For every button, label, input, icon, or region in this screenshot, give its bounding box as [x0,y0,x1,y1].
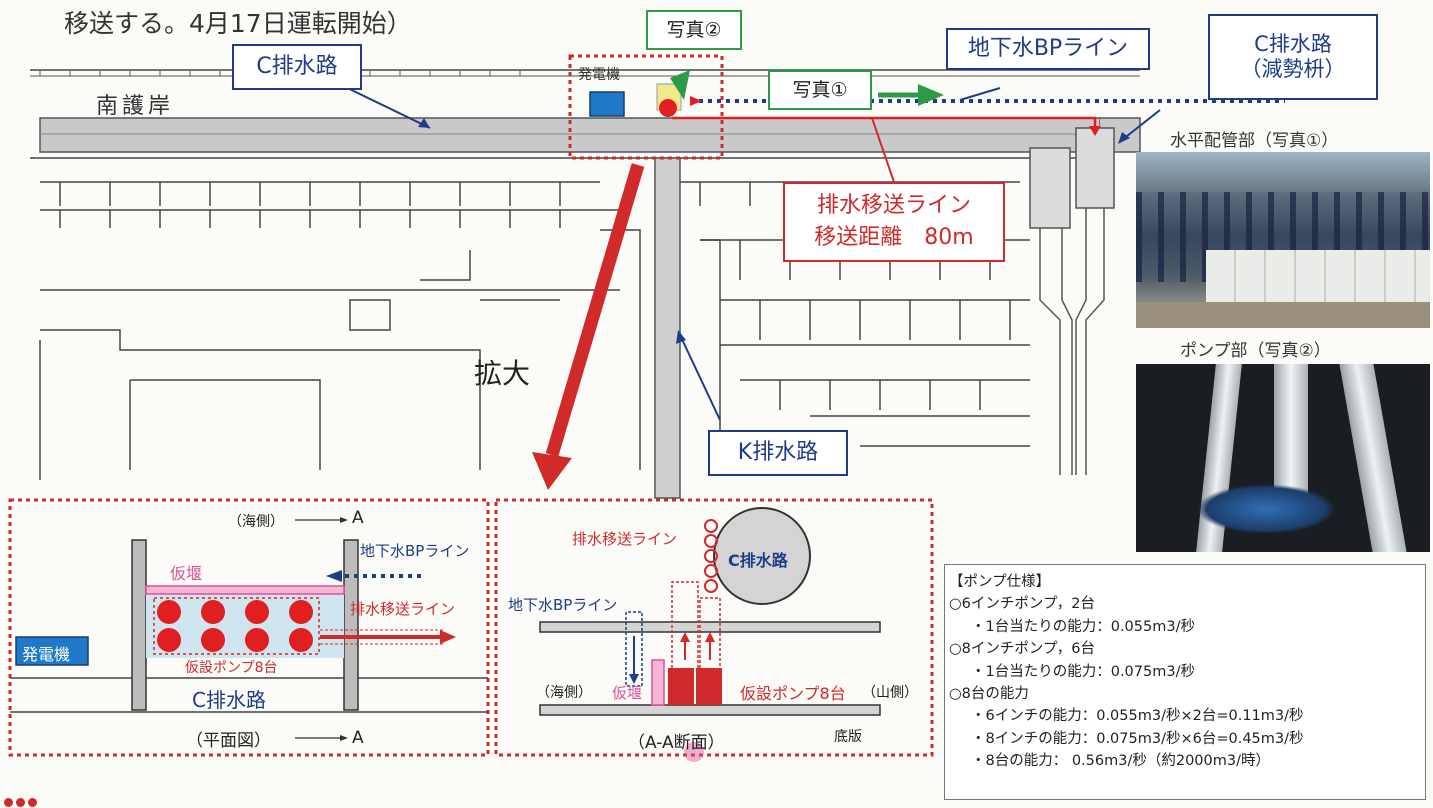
plan-sea-side: （海側） [228,514,284,530]
plan-temp-weir: 仮堰 [170,564,203,583]
section-caption: （A-A断面） [628,733,725,753]
section-mountain-side: （山側） [862,685,918,701]
pump-spec-line: ・8インチの能力：0.075m3/秒×6台=0.45m3/秒 [971,730,1304,747]
photo2-tag: 写真② [646,10,742,50]
pump-spec-line: ・8台の能力： 0.56m3/秒（約2000m3/時） [971,753,1270,770]
c-channel-callout-label: C排水路 [256,53,338,79]
k-channel-callout: K排水路 [708,430,848,476]
pump-spec-title: 【ポンプ仕様】 [949,574,1051,590]
drop-structure [1029,127,1115,475]
transfer-line-label: 排水移送ライン [816,193,971,219]
section-bottom-slab: 底版 [834,729,862,745]
plan-c-channel: C排水路 [192,688,266,712]
section-temp-weir: 仮堰 [612,684,643,702]
section-view-box [494,498,934,757]
pump-spec-line: ○6インチポンプ，2台 [949,596,1095,613]
plan-caption: （平面図） [186,731,271,751]
enlarge-arrow [532,452,572,490]
plan-view-box [8,498,490,757]
horizontal-piping-photo [1136,152,1430,328]
gw-bp-line-callout: 地下水BPライン [946,28,1150,70]
pump-section-photo [1136,364,1430,552]
plan-transfer-line: 排水移送ライン [350,600,456,618]
plan-generator-label: 発電機 [22,645,71,664]
pump-dot [659,99,677,117]
section-c-channel: C排水路 [728,551,788,570]
zoom-area-box [568,54,724,160]
generator-label-top: 発電機 [578,67,620,83]
photo1-tag-label: 写真① [792,78,848,101]
plan-pumps [157,600,313,652]
pump-spec-line: ・1台当たりの能力：0.075m3/秒 [971,663,1195,680]
generator-block [589,91,625,117]
transfer-distance-label: 移送距離 80m [814,225,974,250]
c-channel-drop-callout: C排水路 （減勢枡） [1208,14,1378,100]
pump-spec-box: 【ポンプ仕様】 ○6インチポンプ，2台 ・1台当たりの能力：0.055m3/秒 … [944,564,1426,800]
gw-bp-line-callout-label: 地下水BPライン [967,35,1129,61]
green-arrow-photo1 [918,84,944,106]
section-temp-pumps: 仮設ポンプ8台 [740,684,846,703]
c-channel-circle [713,507,811,605]
corner-logo [2,796,42,808]
pump-spec-line: ○8台の能力 [949,686,1029,703]
building-outlines [39,229,721,480]
section-transfer-line: 排水移送ライン [572,530,678,548]
pump-spec-line: ・1台当たりの能力：0.055m3/秒 [971,618,1195,635]
photo2-caption: ポンプ部（写真②） [1180,341,1331,361]
photo1-caption: 水平配管部（写真①） [1170,131,1339,151]
plan-caption-arrow-a: A [352,728,364,748]
photo2-tag-label: 写真② [666,18,722,41]
c-channel-drop-sub: （減勢枡） [1240,57,1346,81]
enlarge-label: 拡大 [474,357,531,390]
plan-temp-pumps: 仮設ポンプ8台 [185,660,278,676]
pump-spec-line: ○8インチポンプ，6台 [949,641,1095,658]
green-arrow-photo2 [670,70,690,100]
plan-generator [15,636,89,666]
transfer-line-callout: 排水移送ライン 移送距離 80m [783,182,1005,262]
intro-line: 移送する。4月17日運転開始） [64,9,412,38]
plan-gw-bp-line: 地下水BPライン [360,542,470,560]
photo1-tag: 写真① [768,70,872,110]
k-channel-band [654,157,681,499]
c-channel-callout: C排水路 [232,44,362,90]
pump-spec-line: ・6インチの能力：0.055m3/秒×2台=0.11m3/秒 [971,708,1304,725]
section-gw-bp-line: 地下水BPライン [508,596,618,614]
south-seawall-label: 南護岸 [96,94,175,119]
section-pipe-rings [704,519,718,593]
section-sea-side: （海側） [536,685,592,701]
plan-arrow-a: A [352,508,364,528]
k-channel-callout-label: K排水路 [737,439,819,465]
c-channel-drop-label: C排水路 [1254,31,1332,56]
